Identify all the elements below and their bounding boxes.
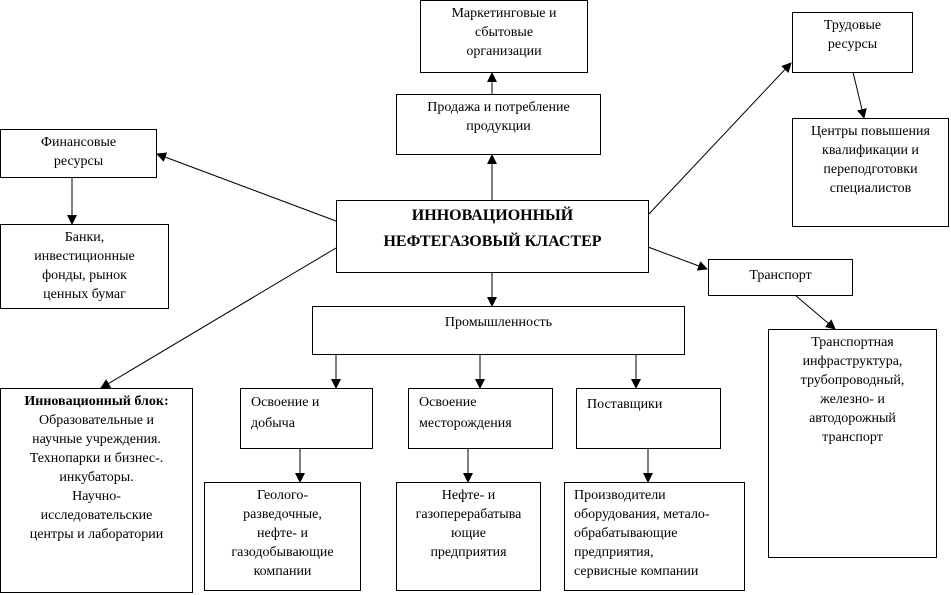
arrow-center-to-finance [156, 152, 337, 222]
sales-box: Продажа и потребление продукции [396, 94, 601, 155]
node-text: ющие [451, 526, 486, 541]
node-text: Банки, [64, 230, 105, 245]
node-text: специалистов [829, 181, 912, 196]
finance-box: Финансовые ресурсы [0, 129, 157, 178]
node-text: обрабатывающие [574, 526, 678, 541]
marketing-box: Маркетинговые и сбытовые организации [420, 0, 588, 73]
manufacturers-box: Производители оборудования, метало- обра… [564, 482, 745, 591]
arrow-center-to-labor [647, 62, 792, 216]
node-text: предприятия [430, 545, 507, 560]
node-title: Инновационный блок: [24, 394, 169, 409]
node-text: предприятия, [574, 545, 654, 560]
geology-box: Геолого- разведочные, нефте- и газодобыв… [204, 482, 361, 591]
node-text: Промышленность [444, 315, 553, 330]
field-development-box: Освоение месторождения [408, 388, 553, 449]
node-text: железно- и [820, 392, 885, 407]
node-text: Освоение и [251, 395, 320, 410]
node-text: научные учреждения. [32, 432, 161, 447]
node-text: Освоение [419, 395, 477, 410]
node-text: компании [253, 564, 312, 579]
node-text: Технопарки и бизнес-. [29, 451, 164, 466]
node-text: Образовательные и [39, 413, 154, 428]
training-box: Центры повышения квалификации и переподг… [792, 118, 949, 227]
node-text: ресурсы [53, 154, 104, 169]
arrow-labor-to-training [852, 71, 867, 119]
node-text: организации [466, 44, 542, 59]
node-text: разведочные, [243, 507, 322, 522]
node-text: фонды, рынок [42, 268, 127, 283]
node-text: Производители [574, 488, 666, 503]
node-text: газодобывающие [231, 545, 334, 560]
node-text: сервисные компании [574, 564, 699, 579]
node-text: Геолого- [256, 488, 309, 503]
arrow-center-to-transport [647, 246, 708, 271]
node-title: НЕФТЕГАЗОВЫЙ КЛАСТЕР [383, 233, 602, 250]
node-text: нефте- и [257, 526, 308, 541]
node-text: Нефте- и [441, 488, 496, 503]
transport-box: Транспорт [708, 259, 853, 296]
node-text: Научно- [72, 489, 121, 504]
node-text: добыча [251, 416, 295, 431]
refining-box: Нефте- и газоперерабатыва ющие предприят… [396, 482, 541, 591]
node-text: Поставщики [587, 397, 663, 412]
node-text: сбытовые [474, 25, 534, 40]
node-text: Центры повышения [811, 124, 930, 139]
node-text: Транспорт [749, 268, 812, 283]
node-text: Трудовые [823, 18, 882, 33]
node-text: газоперерабатыва [415, 507, 522, 522]
node-text: инкубаторы. [59, 470, 134, 485]
node-text: месторождения [419, 416, 512, 431]
center-cluster-box: ИННОВАЦИОННЫЙ НЕФТЕГАЗОВЫЙ КЛАСТЕР [336, 200, 649, 273]
arrow-transport-to-infra [794, 294, 836, 330]
node-text: инвестиционные [34, 249, 135, 264]
node-text: квалификации и [822, 143, 919, 158]
extraction-box: Освоение и добыча [240, 388, 373, 449]
innovation-block-box: Инновационный блок: Образовательные и на… [0, 388, 193, 593]
labor-box: Трудовые ресурсы [792, 12, 913, 73]
node-text: оборудования, метало- [574, 507, 710, 522]
node-text: автодорожный [809, 411, 896, 426]
industry-box: Промышленность [312, 306, 685, 355]
node-text: Маркетинговые и [451, 6, 557, 21]
node-text: трубопроводный, [800, 373, 905, 388]
node-text: продукции [466, 119, 531, 134]
node-text: ценных бумаг [43, 287, 126, 302]
node-text: ресурсы [827, 37, 878, 52]
arrow-center-to-innovation [100, 247, 337, 389]
transport-infra-box: Транспортная инфраструктура, трубопровод… [768, 329, 937, 558]
banks-box: Банки, инвестиционные фонды, рынок ценны… [0, 224, 169, 309]
node-text: переподготовки [823, 162, 918, 177]
node-text: транспорт [822, 430, 883, 445]
node-text: Финансовые [40, 135, 117, 150]
node-text: Транспортная [811, 335, 894, 350]
node-text: центры и лаборатории [29, 527, 164, 542]
node-text: инфраструктура, [802, 354, 903, 369]
suppliers-box: Поставщики [576, 388, 721, 449]
node-text: исследовательские [40, 508, 153, 523]
node-title: ИННОВАЦИОННЫЙ [411, 207, 574, 224]
node-text: Продажа и потребление [427, 100, 570, 115]
